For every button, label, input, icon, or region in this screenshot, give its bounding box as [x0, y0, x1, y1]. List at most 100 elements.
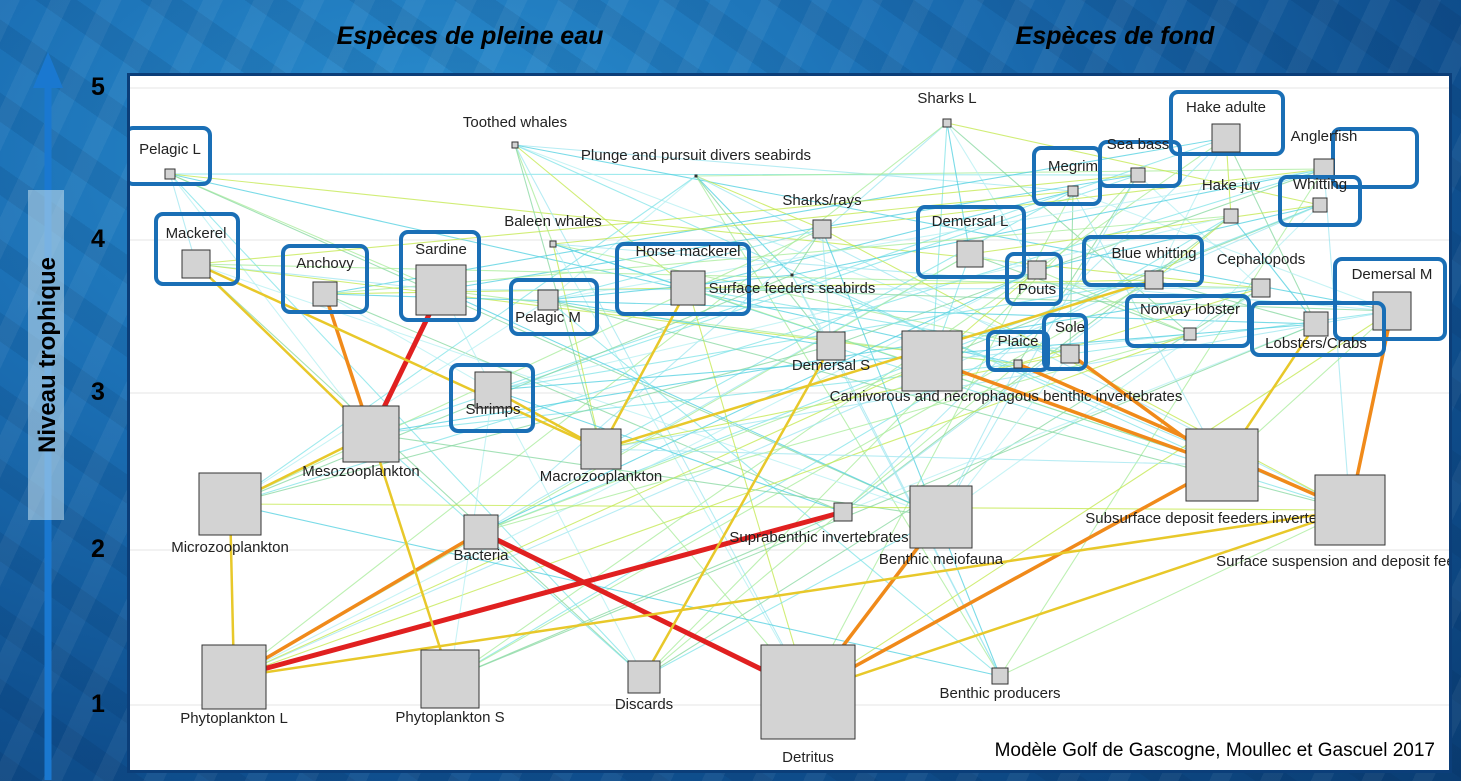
trophic-link: [514, 144, 1393, 312]
trophic-link: [791, 168, 1325, 276]
node-surface_susp: [1314, 474, 1386, 546]
trophic-link: [807, 310, 1393, 693]
level-label-5: 5: [91, 73, 105, 101]
node-benthic_meio: [909, 485, 973, 549]
trophic-link: [514, 144, 554, 245]
trophic-link: [946, 122, 1191, 335]
highlight-box-demersal_l: [916, 205, 1026, 279]
trophic-link: [643, 516, 942, 678]
trophic-flow-surface_susp-detritus: [807, 508, 1351, 694]
node-label-sole: Sole: [1055, 319, 1085, 336]
node-label-hake_adulte: Hake adulte: [1186, 99, 1266, 116]
node-discards: [627, 660, 661, 694]
highlight-box-sole: [1042, 313, 1088, 371]
node-surface_feeders: [790, 273, 794, 277]
node-mesozoo: [342, 405, 400, 463]
node-label-baleen: Baleen whales: [504, 213, 602, 230]
trophic-link: [695, 175, 793, 276]
node-label-phyto_l: Phytoplankton L: [180, 710, 288, 727]
trophic-link: [169, 173, 645, 678]
trophic-link: [169, 173, 1139, 176]
trophic-link: [969, 204, 1321, 255]
highlight-box-anchovy: [281, 244, 369, 314]
node-plaice: [1013, 359, 1023, 369]
trophic-link: [600, 190, 1074, 450]
node-norway_lobster: [1183, 327, 1197, 341]
node-cephalopods: [1251, 278, 1271, 298]
trophic-link: [1153, 137, 1227, 281]
trophic-link: [514, 144, 1223, 466]
node-label-detritus: Detritus: [782, 749, 834, 766]
node-label-carnivorous: Carnivorous and necrophagous benthic inv…: [830, 388, 1183, 405]
trophic-link: [169, 173, 372, 435]
trophic-link: [233, 122, 948, 678]
node-label-horse_mackerel: Horse mackerel: [635, 243, 740, 260]
node-label-macrozoo: Macrozooplankton: [540, 468, 663, 485]
trophic-flow-bacteria-detritus: [479, 529, 810, 695]
node-label-demersal_l: Demersal L: [932, 213, 1009, 230]
node-bacteria: [463, 514, 499, 550]
trophic-link: [195, 263, 1019, 365]
trophic-link: [547, 274, 793, 301]
node-subsurface: [1185, 428, 1259, 502]
level-label-3: 3: [91, 378, 105, 406]
axis-title: Niveau trophique: [34, 256, 61, 454]
node-mackerel: [181, 249, 211, 279]
trophic-link: [842, 215, 1232, 513]
node-lobsters_crabs: [1303, 311, 1329, 337]
trophic-link: [514, 144, 1074, 192]
node-label-megrim: Megrim: [1048, 158, 1098, 175]
trophic-link: [370, 433, 645, 678]
node-horse_mackerel: [670, 270, 706, 306]
trophic-link: [940, 287, 1262, 518]
trophic-link: [229, 503, 1001, 677]
node-label-sea_bass: Sea bass: [1107, 136, 1170, 153]
node-macrozoo: [580, 428, 622, 470]
node-label-bacteria: Bacteria: [453, 547, 509, 564]
trophic-link: [1069, 310, 1393, 355]
highlight-box-pelagic_m: [509, 278, 599, 336]
trophic-flow-phyto_s-mesozoo: [369, 433, 452, 680]
node-label-sharks_l: Sharks L: [917, 90, 976, 107]
trophic-link: [946, 122, 971, 255]
trophic-link: [324, 137, 1227, 295]
node-label-subsurface: Subsurface deposit feeders invertebrates: [1085, 510, 1359, 527]
node-label-lobsters_crabs: Lobsters/Crabs: [1265, 335, 1367, 352]
node-microzoo: [198, 472, 262, 536]
node-sole: [1060, 344, 1080, 364]
trophic-link: [552, 190, 1074, 245]
highlight-box-pelagic_l: [130, 126, 212, 186]
trophic-link: [440, 174, 1139, 291]
trophic-link: [1153, 279, 1317, 325]
node-benthic_producers: [991, 667, 1009, 685]
node-pelagic_m: [537, 289, 559, 311]
header-pelagic-species: Espèces de pleine eau: [336, 22, 604, 50]
node-phyto_s: [420, 649, 480, 709]
node-label-mesozoo: Mesozooplankton: [302, 463, 420, 480]
node-label-suprabenthic: Suprabenthic invertebrates: [729, 529, 908, 546]
trophic-link: [370, 287, 1262, 435]
trophic-link: [229, 175, 697, 505]
trophic-link: [999, 509, 1351, 677]
trophic-link: [169, 173, 197, 265]
node-anchovy: [312, 281, 338, 307]
trophic-link: [695, 175, 823, 230]
trophic-flow-mackerel-mesozoo: [195, 263, 372, 435]
highlight-box-norway_lobster: [1125, 294, 1251, 348]
node-hake_adulte: [1211, 123, 1241, 153]
node-toothed_whales: [511, 141, 519, 149]
node-sardine: [415, 264, 467, 316]
trophic-link: [547, 228, 823, 301]
node-label-sardine: Sardine: [415, 241, 467, 258]
highlight-box-pouts: [1005, 252, 1063, 306]
trophic-link: [1225, 137, 1317, 325]
trophic-link: [643, 287, 1262, 678]
node-label-whitting: Whitting: [1293, 176, 1347, 193]
node-label-discards: Discards: [615, 696, 673, 713]
trophic-link: [480, 360, 933, 533]
node-carnivorous: [901, 330, 963, 392]
node-label-norway_lobster: Norway lobster: [1140, 301, 1240, 318]
highlight-box-mackerel: [154, 212, 240, 286]
